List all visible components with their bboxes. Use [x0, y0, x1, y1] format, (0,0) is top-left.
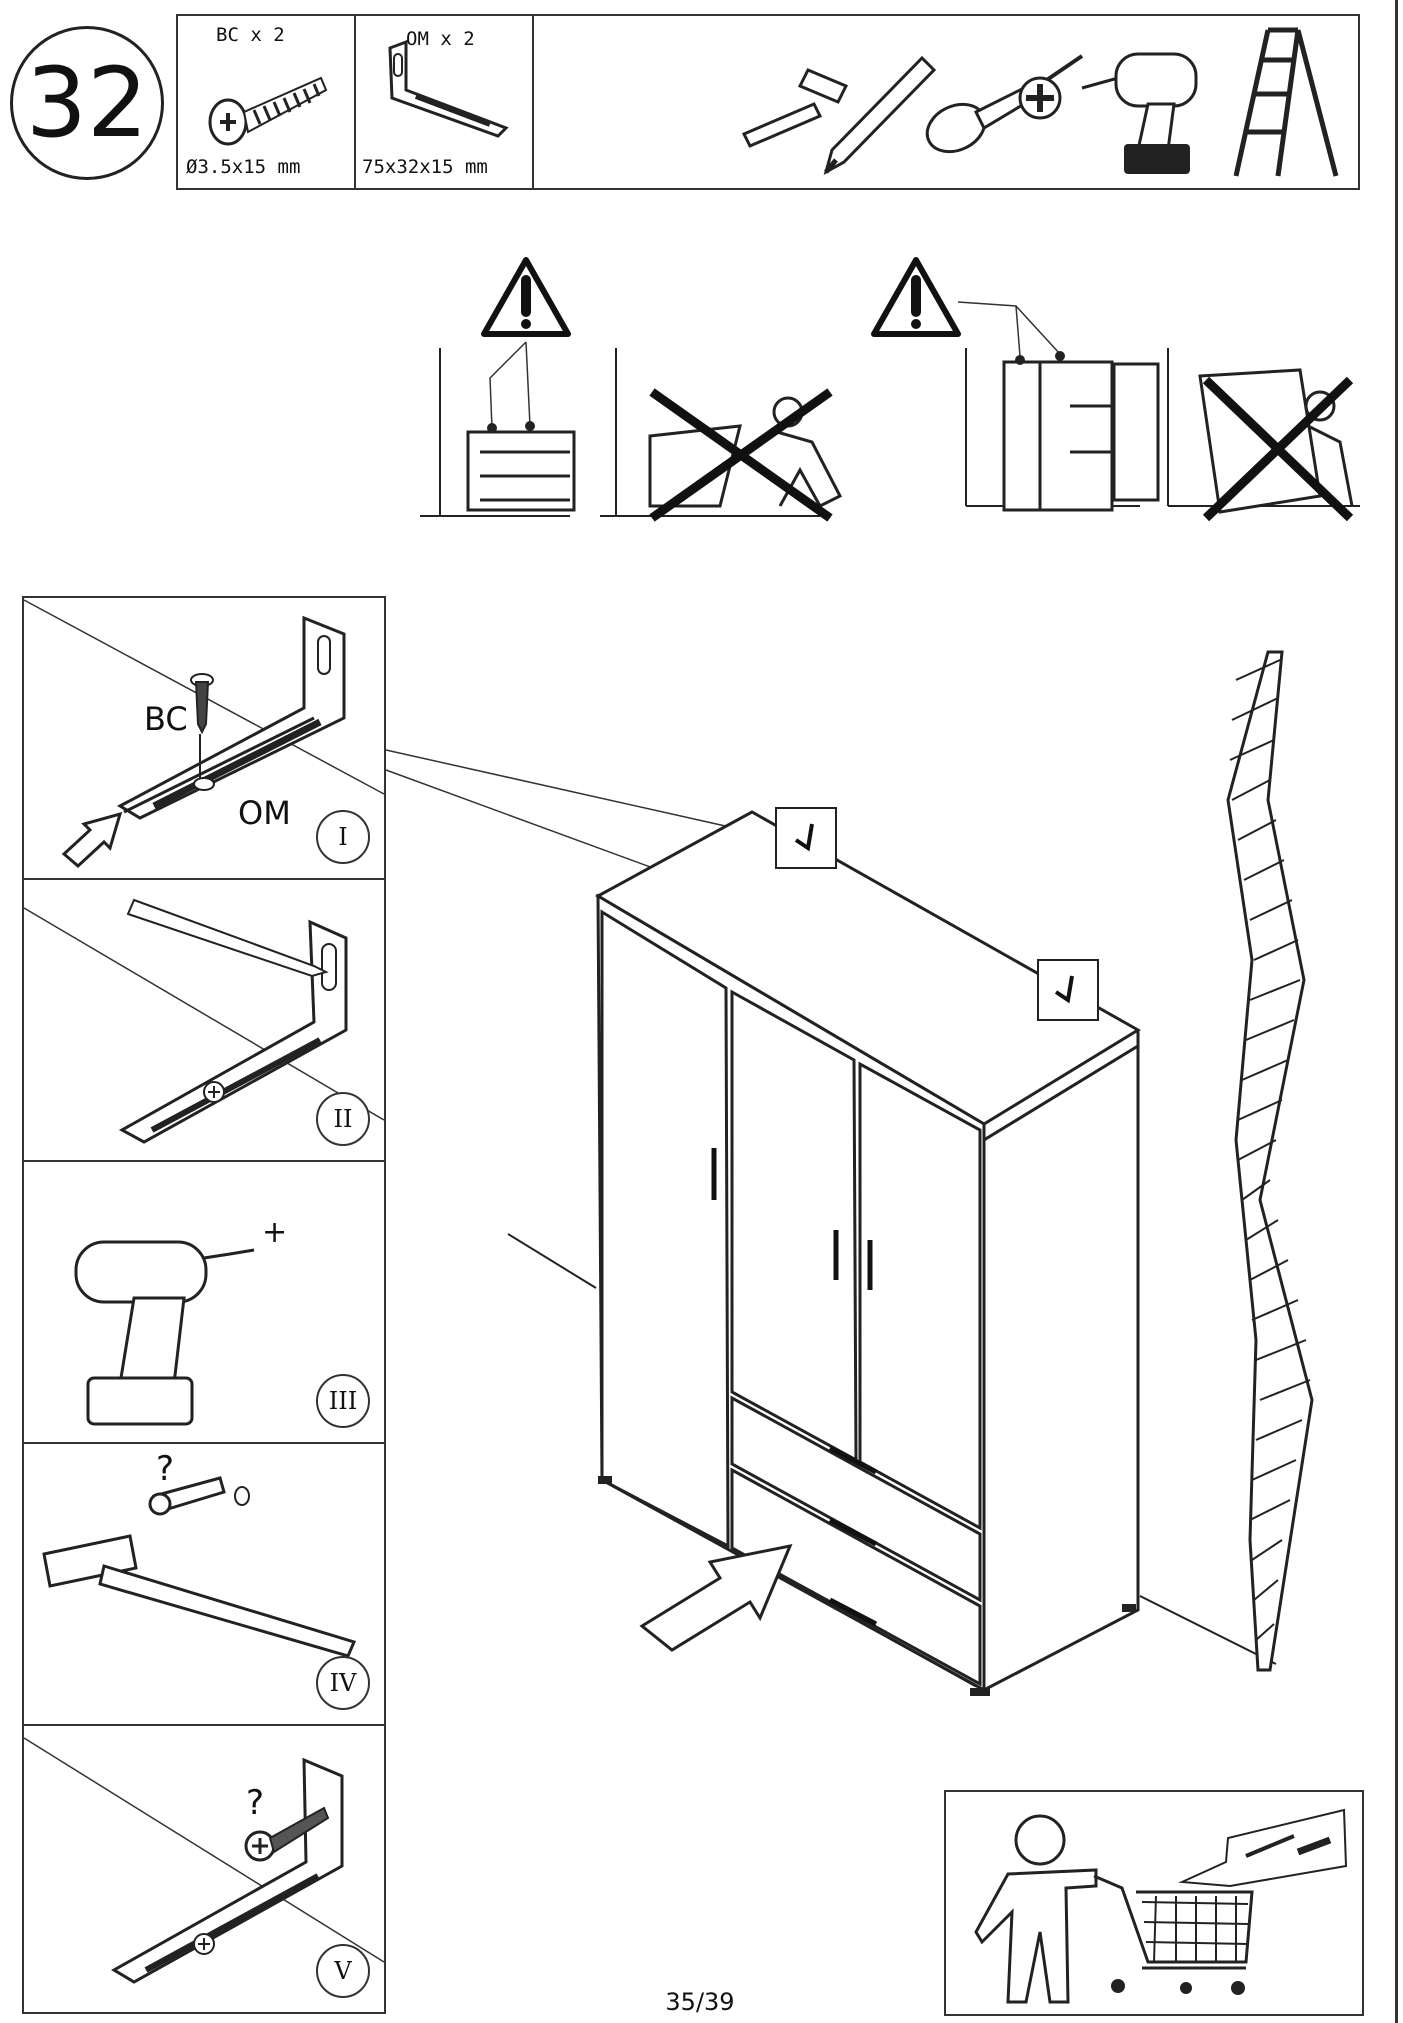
shopping-cart-icon — [1093, 1874, 1254, 1995]
substep-panel-4: ? IV — [22, 1442, 386, 1726]
person-icon — [974, 1814, 1098, 2004]
tip-over-warning-illustration — [420, 257, 1360, 522]
substep-marker-4: IV — [316, 1656, 370, 1710]
page-number: 35/39 — [665, 1988, 735, 2016]
step-ladder-icon — [1233, 27, 1339, 177]
bc-label: BC — [144, 700, 188, 738]
part-om-size: 75x32x15 mm — [362, 156, 488, 178]
screw-and-wall-plug-icon — [1178, 1808, 1348, 1888]
part-bc-size: Ø3.5x15 mm — [186, 156, 301, 178]
question-mark: ? — [246, 1783, 264, 1823]
rotation-plus-sign: + — [262, 1215, 287, 1250]
cordless-drill-icon — [74, 1240, 255, 1426]
wardrobe-wall-fixing-illustration — [385, 650, 1314, 1696]
pencil-icon — [126, 898, 329, 978]
substep-marker-1: I — [316, 810, 370, 864]
substep-marker-3: III — [316, 1374, 370, 1428]
substep-panel-1: BC OM I — [22, 596, 386, 880]
substep-panel-2: II — [22, 878, 386, 1162]
push-arrow-icon — [639, 1543, 793, 1652]
pencil-icon — [823, 55, 937, 176]
substep-panel-3: + III — [22, 1160, 386, 1444]
wall-hatched-section — [1226, 650, 1314, 1672]
hammer-icon — [42, 1534, 357, 1658]
substep-marker-5: V — [316, 1944, 370, 1998]
insert-arrow-icon — [61, 811, 123, 869]
step-number-text: 32 — [25, 47, 149, 159]
wall-screw-icon — [244, 1806, 330, 1862]
phillips-head-icon — [1018, 76, 1062, 120]
screw-icon — [208, 76, 328, 146]
angle-bracket-icon — [388, 39, 509, 138]
part-om-quantity: OM x 2 — [406, 28, 475, 50]
parts-and-tools-strip: BC x 2 Ø3.5x15 mm OM x 2 75x32x15 mm — [176, 14, 1360, 190]
wall-plug-icon — [148, 1476, 226, 1516]
om-label: OM — [238, 794, 291, 832]
warning-triangle-icon — [481, 257, 571, 337]
phillips-screwdriver-icon — [925, 54, 1084, 154]
cordless-drill-icon — [1081, 52, 1198, 174]
substep-marker-2: II — [316, 1092, 370, 1146]
bracket-location-1 — [775, 807, 837, 869]
warning-triangle-icon — [871, 257, 961, 337]
page-edge-line — [1395, 0, 1398, 2023]
bc-screw-detail — [190, 673, 214, 735]
part-bc-quantity: BC x 2 — [216, 24, 285, 46]
buy-wall-fixings-note — [944, 1790, 1364, 2016]
question-mark: ? — [156, 1449, 174, 1489]
step-number: 32 — [10, 26, 164, 180]
hammer-icon — [741, 68, 849, 148]
substep-panel-5: ? V — [22, 1724, 386, 2014]
